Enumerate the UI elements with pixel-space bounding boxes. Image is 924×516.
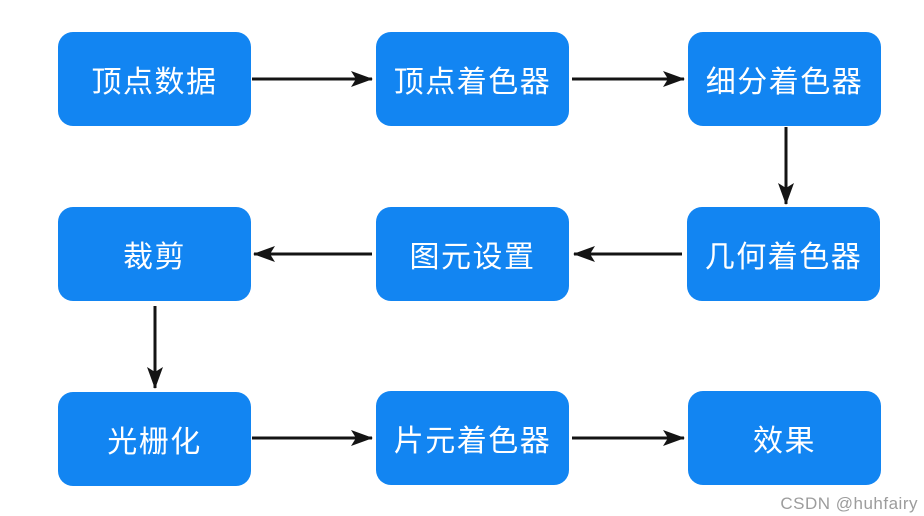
node-label: 顶点着色器 [393, 66, 552, 99]
node-clipping: 裁剪 [58, 207, 251, 301]
node-vertex-shader: 顶点着色器 [376, 32, 569, 126]
node-label: 光栅化 [107, 426, 202, 459]
node-label: 顶点数据 [91, 66, 218, 99]
node-label: 细分着色器 [705, 66, 864, 99]
node-fragment-shader: 片元着色器 [376, 391, 569, 485]
node-effect: 效果 [688, 391, 881, 485]
watermark: CSDN @huhfairy [780, 494, 918, 513]
node-tessellation-shader: 细分着色器 [688, 32, 881, 126]
node-rasterization: 光栅化 [58, 392, 251, 486]
node-label: 图元设置 [409, 241, 536, 274]
node-label: 片元着色器 [393, 425, 552, 458]
node-label: 裁剪 [123, 241, 186, 274]
node-primitive-setup: 图元设置 [376, 207, 569, 301]
node-geometry-shader: 几何着色器 [687, 207, 880, 301]
node-vertex-data: 顶点数据 [58, 32, 251, 126]
node-label: 效果 [753, 425, 816, 458]
node-label: 几何着色器 [704, 241, 863, 274]
